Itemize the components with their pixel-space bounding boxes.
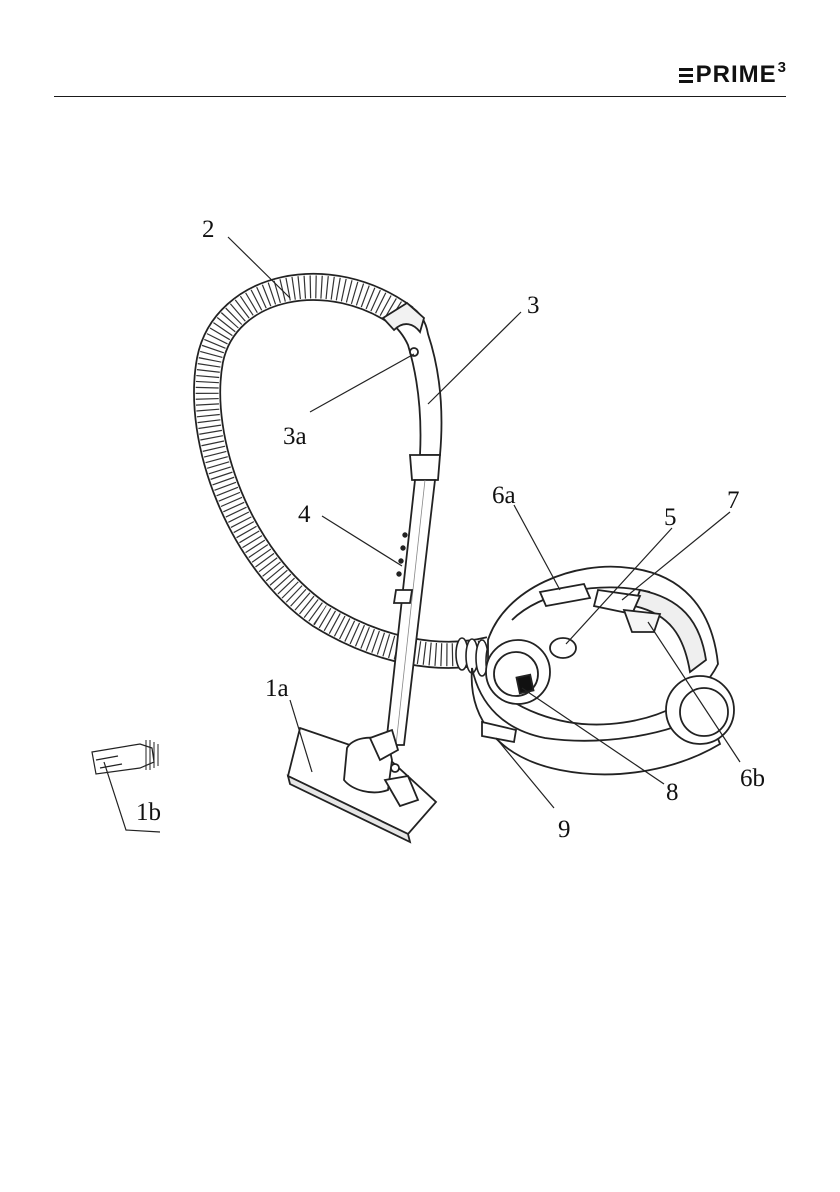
hose	[207, 287, 509, 684]
label-tube: 4	[298, 501, 311, 528]
label-power-regulator: 3a	[283, 423, 307, 450]
label-handle: 3	[527, 292, 540, 319]
label-floor-brush: 1a	[265, 675, 289, 702]
label-hose-inlet: 8	[666, 779, 679, 806]
label-carry-handle: 9	[558, 816, 571, 843]
label-crevice-tool: 1b	[136, 799, 161, 826]
label-power-control: 7	[727, 487, 740, 514]
handle	[383, 303, 442, 480]
label-dust-indicator: 5	[664, 504, 677, 531]
crevice-tool	[92, 740, 158, 774]
label-power-switch: 6b	[740, 765, 765, 792]
floor-brush	[288, 728, 436, 842]
label-cord-button: 6a	[492, 482, 516, 509]
telescopic-tube	[386, 480, 435, 745]
label-hose: 2	[202, 216, 215, 243]
